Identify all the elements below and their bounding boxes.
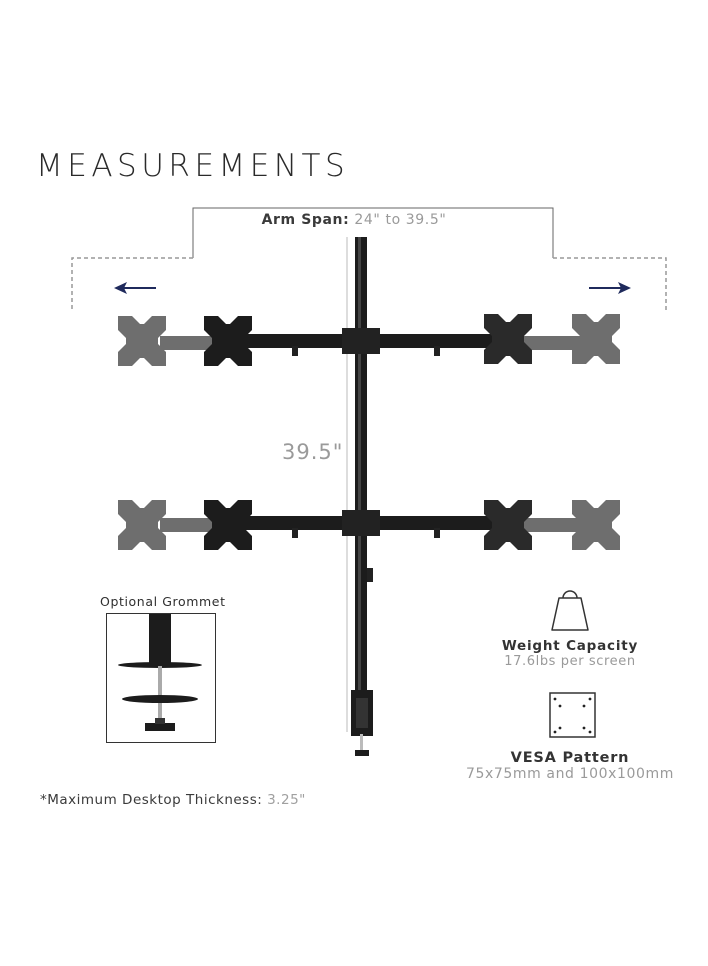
footnote-value: 3.25" bbox=[267, 792, 306, 808]
arm-span-bracket bbox=[71, 207, 667, 310]
arm-span-label: Arm Span: 24" to 39.5" bbox=[0, 212, 708, 228]
weight-icon bbox=[551, 590, 589, 631]
arrow-right-icon bbox=[589, 282, 631, 294]
desk-clamp bbox=[351, 690, 373, 756]
height-label: 39.5" bbox=[282, 440, 344, 464]
grommet-title: Optional Grommet bbox=[100, 594, 226, 609]
vesa-plate-ghost bbox=[118, 316, 166, 366]
grommet-illustration bbox=[118, 614, 202, 731]
lower-arm bbox=[160, 510, 590, 538]
vesa-pattern-icon bbox=[549, 692, 596, 738]
feature-subtitle: 17.6lbs per screen bbox=[504, 654, 636, 669]
arm-span-value: 24" to 39.5" bbox=[354, 212, 447, 228]
page-title: MEASUREMENTS bbox=[36, 148, 350, 184]
feature-title: Weight Capacity bbox=[501, 638, 639, 654]
feature-vesa-pattern: VESA Pattern 75x75mm and 100x100mm bbox=[460, 690, 680, 782]
vesa-plate-ghost bbox=[118, 500, 166, 550]
footnote-label: *Maximum Desktop Thickness: bbox=[40, 792, 263, 808]
feature-subtitle: 75x75mm and 100x100mm bbox=[465, 766, 675, 782]
feature-title: VESA Pattern bbox=[510, 750, 630, 766]
arrow-left-icon bbox=[114, 282, 156, 294]
footnote: *Maximum Desktop Thickness: 3.25" bbox=[40, 792, 306, 808]
arm-span-key: Arm Span: bbox=[261, 212, 350, 228]
feature-weight-capacity: Weight Capacity 17.6lbs per screen bbox=[480, 584, 660, 669]
grommet-inset bbox=[106, 613, 216, 743]
